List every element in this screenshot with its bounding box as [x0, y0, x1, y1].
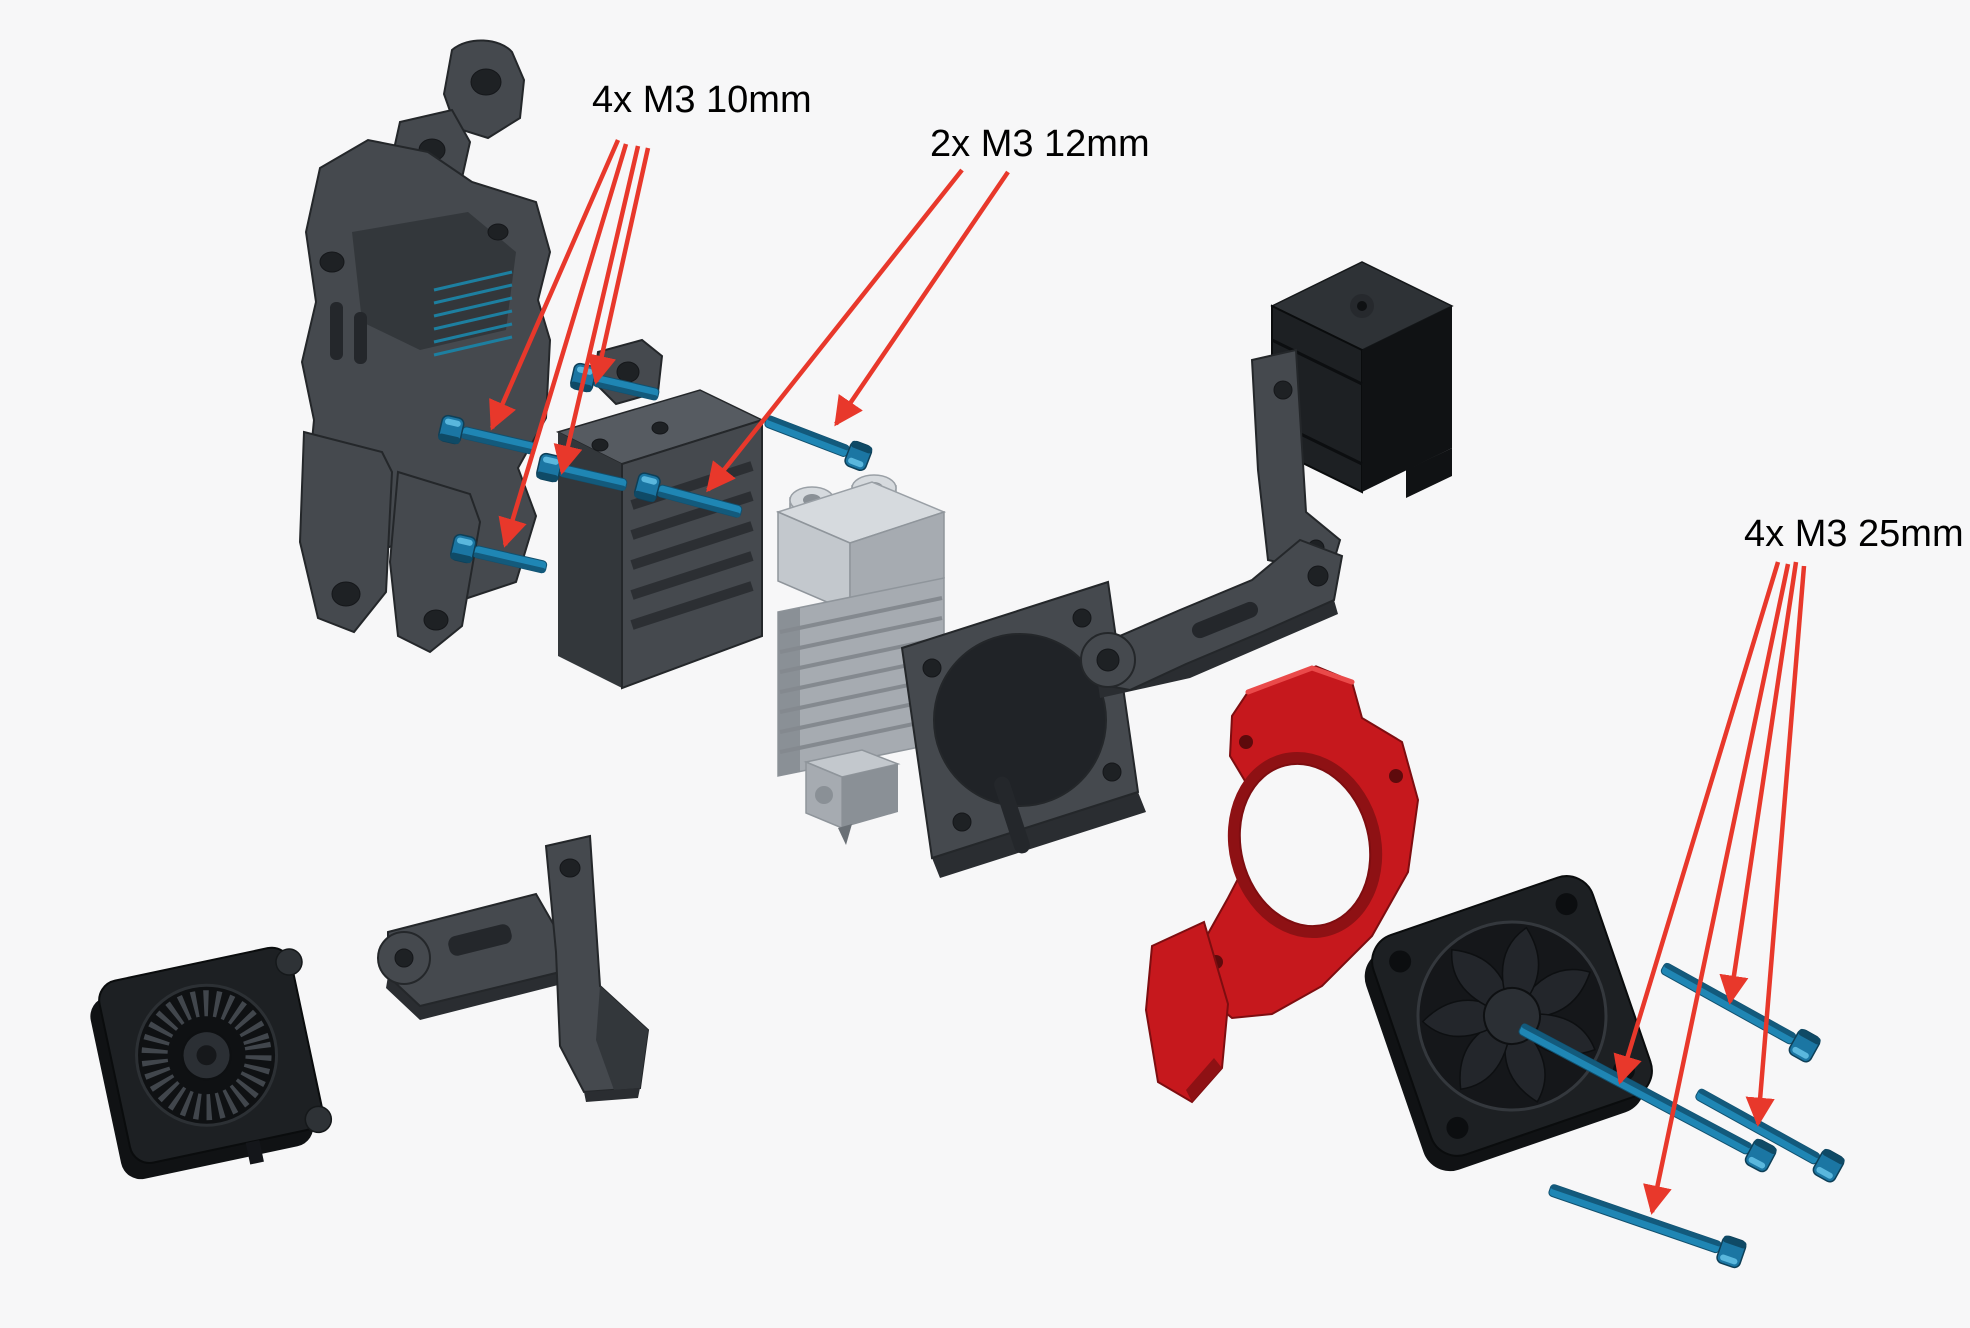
part-heatsink-hotend	[775, 474, 947, 845]
part-bottom-plate-bracket	[377, 892, 568, 1020]
arrow-m3-10-2	[498, 143, 629, 548]
screw-m3-25-4	[1548, 1184, 1747, 1269]
screw-m3-12-2	[633, 472, 743, 518]
part-x-carriage-mount	[298, 39, 552, 654]
arrow-m3-25-2	[1643, 563, 1791, 1215]
arrow-m3-12-1	[706, 168, 964, 493]
annotation-m3-10mm: 4x M3 10mm	[489, 79, 812, 548]
arrow-m3-25-4	[1745, 565, 1807, 1127]
label-m3-25mm: 4x M3 25mm	[1744, 513, 1964, 555]
blower-wheel-blades	[141, 990, 272, 1121]
screw-m3-12-1	[764, 415, 873, 472]
part-support-arm	[1080, 538, 1344, 698]
part-red-fan-duct	[1144, 665, 1420, 1104]
screw-m3-25-3	[1518, 1023, 1777, 1173]
screw-m3-10-1	[438, 414, 536, 455]
part-axial-fan	[1364, 875, 1653, 1172]
arrow-m3-12-2	[834, 170, 1010, 427]
arrow-m3-10-3	[553, 145, 641, 475]
annotation-m3-12mm: 2x M3 12mm	[706, 123, 1150, 493]
annotation-m3-25mm: 4x M3 25mm	[1613, 513, 1964, 1215]
label-m3-10mm: 4x M3 10mm	[592, 79, 812, 121]
screw-m3-25-1	[1660, 962, 1821, 1063]
nozzle	[838, 824, 852, 845]
part-vertical-foot-bracket	[544, 834, 650, 1102]
arrow-m3-25-3	[1719, 561, 1799, 1005]
screws-m3-12mm	[633, 415, 873, 518]
arrow-m3-10-1	[489, 139, 621, 431]
arrow-m3-10-4	[587, 147, 651, 385]
part-fan-shroud	[900, 580, 1146, 878]
screw-m3-10-2	[450, 533, 548, 574]
mount-cooling-slots	[433, 270, 513, 357]
label-m3-12mm: 2x M3 12mm	[930, 123, 1150, 165]
part-blower-fan	[90, 946, 333, 1180]
arrow-m3-25-1	[1613, 561, 1781, 1085]
